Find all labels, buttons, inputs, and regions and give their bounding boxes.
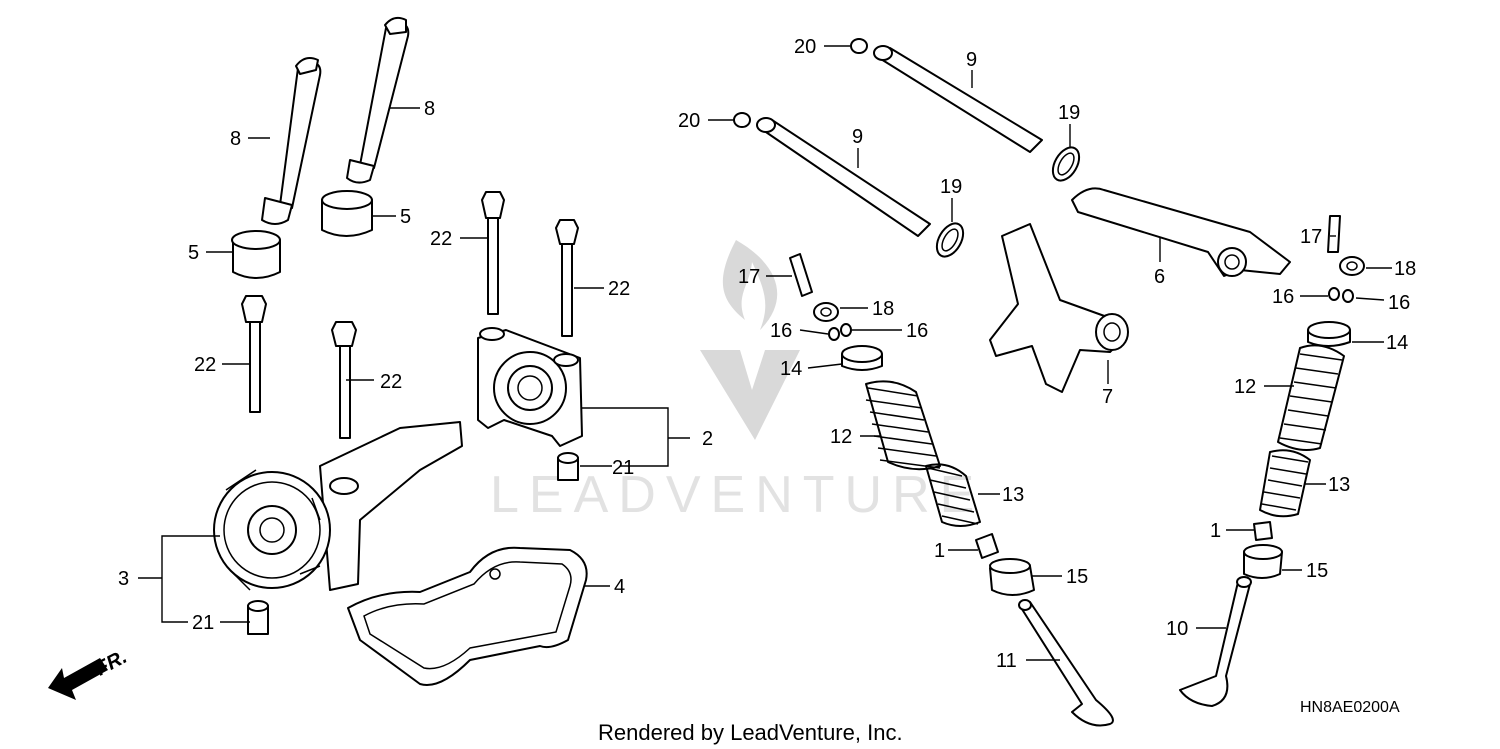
bolt-2	[555, 219, 579, 337]
callout-12: 12	[830, 426, 852, 448]
spring-seat-15a	[989, 558, 1035, 596]
callout-17: 17	[738, 266, 760, 288]
washer-20a	[850, 38, 868, 54]
rocker-shaft-upper	[873, 45, 1043, 153]
callout-16: 16	[1388, 292, 1410, 314]
exhaust-valve-10	[1179, 576, 1252, 707]
callout-22: 22	[608, 278, 630, 300]
callout-20: 20	[794, 36, 816, 58]
bolt-4	[331, 321, 357, 439]
callout-2: 2	[702, 428, 713, 450]
bolt-1	[481, 191, 505, 315]
callout-13: 13	[1002, 484, 1024, 506]
o-ring-19a	[1051, 146, 1081, 182]
front-direction-arrow-icon: FR.	[48, 646, 131, 700]
footer-credit: Rendered by LeadVenture, Inc.	[598, 720, 903, 745]
callout-8: 8	[424, 98, 435, 120]
callout-16: 16	[1272, 286, 1294, 308]
callout-labels: 8 8 5 5 22 22 22 22 2 21 3 21 4 20 20 9 …	[118, 36, 1416, 672]
callout-17: 17	[1300, 226, 1322, 248]
rocker-arm-7	[989, 223, 1129, 393]
lock-nut-18b	[1339, 256, 1365, 276]
intake-valve-11	[1018, 599, 1114, 727]
callout-19: 19	[940, 176, 962, 198]
o-ring-19b	[935, 222, 965, 258]
callout-16: 16	[906, 320, 928, 342]
cotter-16ab	[828, 323, 852, 341]
cotter-16cd	[1328, 287, 1354, 303]
callout-9: 9	[966, 49, 977, 71]
rocker-shaft-lower	[756, 117, 931, 237]
retainer-14b	[1307, 321, 1351, 347]
tappet-right	[321, 190, 373, 237]
callout-9: 9	[852, 126, 863, 148]
callout-19: 19	[1058, 102, 1080, 124]
callout-6: 6	[1154, 266, 1165, 288]
bearing-holder	[477, 327, 583, 447]
spring-13b	[1259, 449, 1311, 518]
bolt-3	[241, 295, 267, 413]
camshaft-gear	[213, 421, 463, 591]
adjust-screw-17b	[1327, 215, 1341, 253]
diagram-code: HN8AE0200A	[1300, 699, 1400, 716]
callout-16: 16	[770, 320, 792, 342]
callout-13: 13	[1328, 474, 1350, 496]
rocker-arm-6	[1071, 187, 1291, 277]
callout-18: 18	[872, 298, 894, 320]
callout-14: 14	[1386, 332, 1408, 354]
callout-8: 8	[230, 128, 241, 150]
callout-1: 1	[934, 540, 945, 562]
callout-5: 5	[188, 242, 199, 264]
callout-14: 14	[780, 358, 802, 380]
spring-13a	[925, 463, 981, 527]
callout-5: 5	[400, 206, 411, 228]
callout-10: 10	[1166, 618, 1188, 640]
pushrod-left	[261, 57, 322, 225]
callout-18: 18	[1394, 258, 1416, 280]
lock-nut-18a	[813, 302, 839, 322]
spring-12b	[1277, 344, 1345, 451]
callout-21: 21	[192, 612, 214, 634]
pushrod-right	[346, 16, 410, 184]
callout-11: 11	[996, 650, 1017, 672]
adjust-screw-17a	[789, 253, 813, 297]
gasket	[347, 546, 588, 686]
callout-22: 22	[380, 371, 402, 393]
callout-12: 12	[1234, 376, 1256, 398]
callout-15: 15	[1306, 560, 1328, 582]
callout-20: 20	[678, 110, 700, 132]
dowel-pin-21a	[557, 452, 579, 481]
callout-22: 22	[194, 354, 216, 376]
leader-lines	[138, 45, 1392, 661]
spring-seat-15b	[1243, 544, 1283, 579]
stem-seal-1b	[1253, 521, 1273, 541]
callout-3: 3	[118, 568, 129, 590]
washer-20b	[733, 112, 751, 128]
retainer-14a	[841, 345, 883, 371]
tappet-left	[231, 230, 281, 279]
stem-seal-1a	[975, 533, 999, 559]
callout-7: 7	[1102, 386, 1113, 408]
dowel-pin-21b	[247, 600, 269, 635]
callout-21: 21	[612, 457, 634, 479]
callout-22: 22	[430, 228, 452, 250]
callout-15: 15	[1066, 566, 1088, 588]
callout-4: 4	[614, 576, 625, 598]
callout-1: 1	[1210, 520, 1221, 542]
spring-12a	[865, 380, 941, 471]
